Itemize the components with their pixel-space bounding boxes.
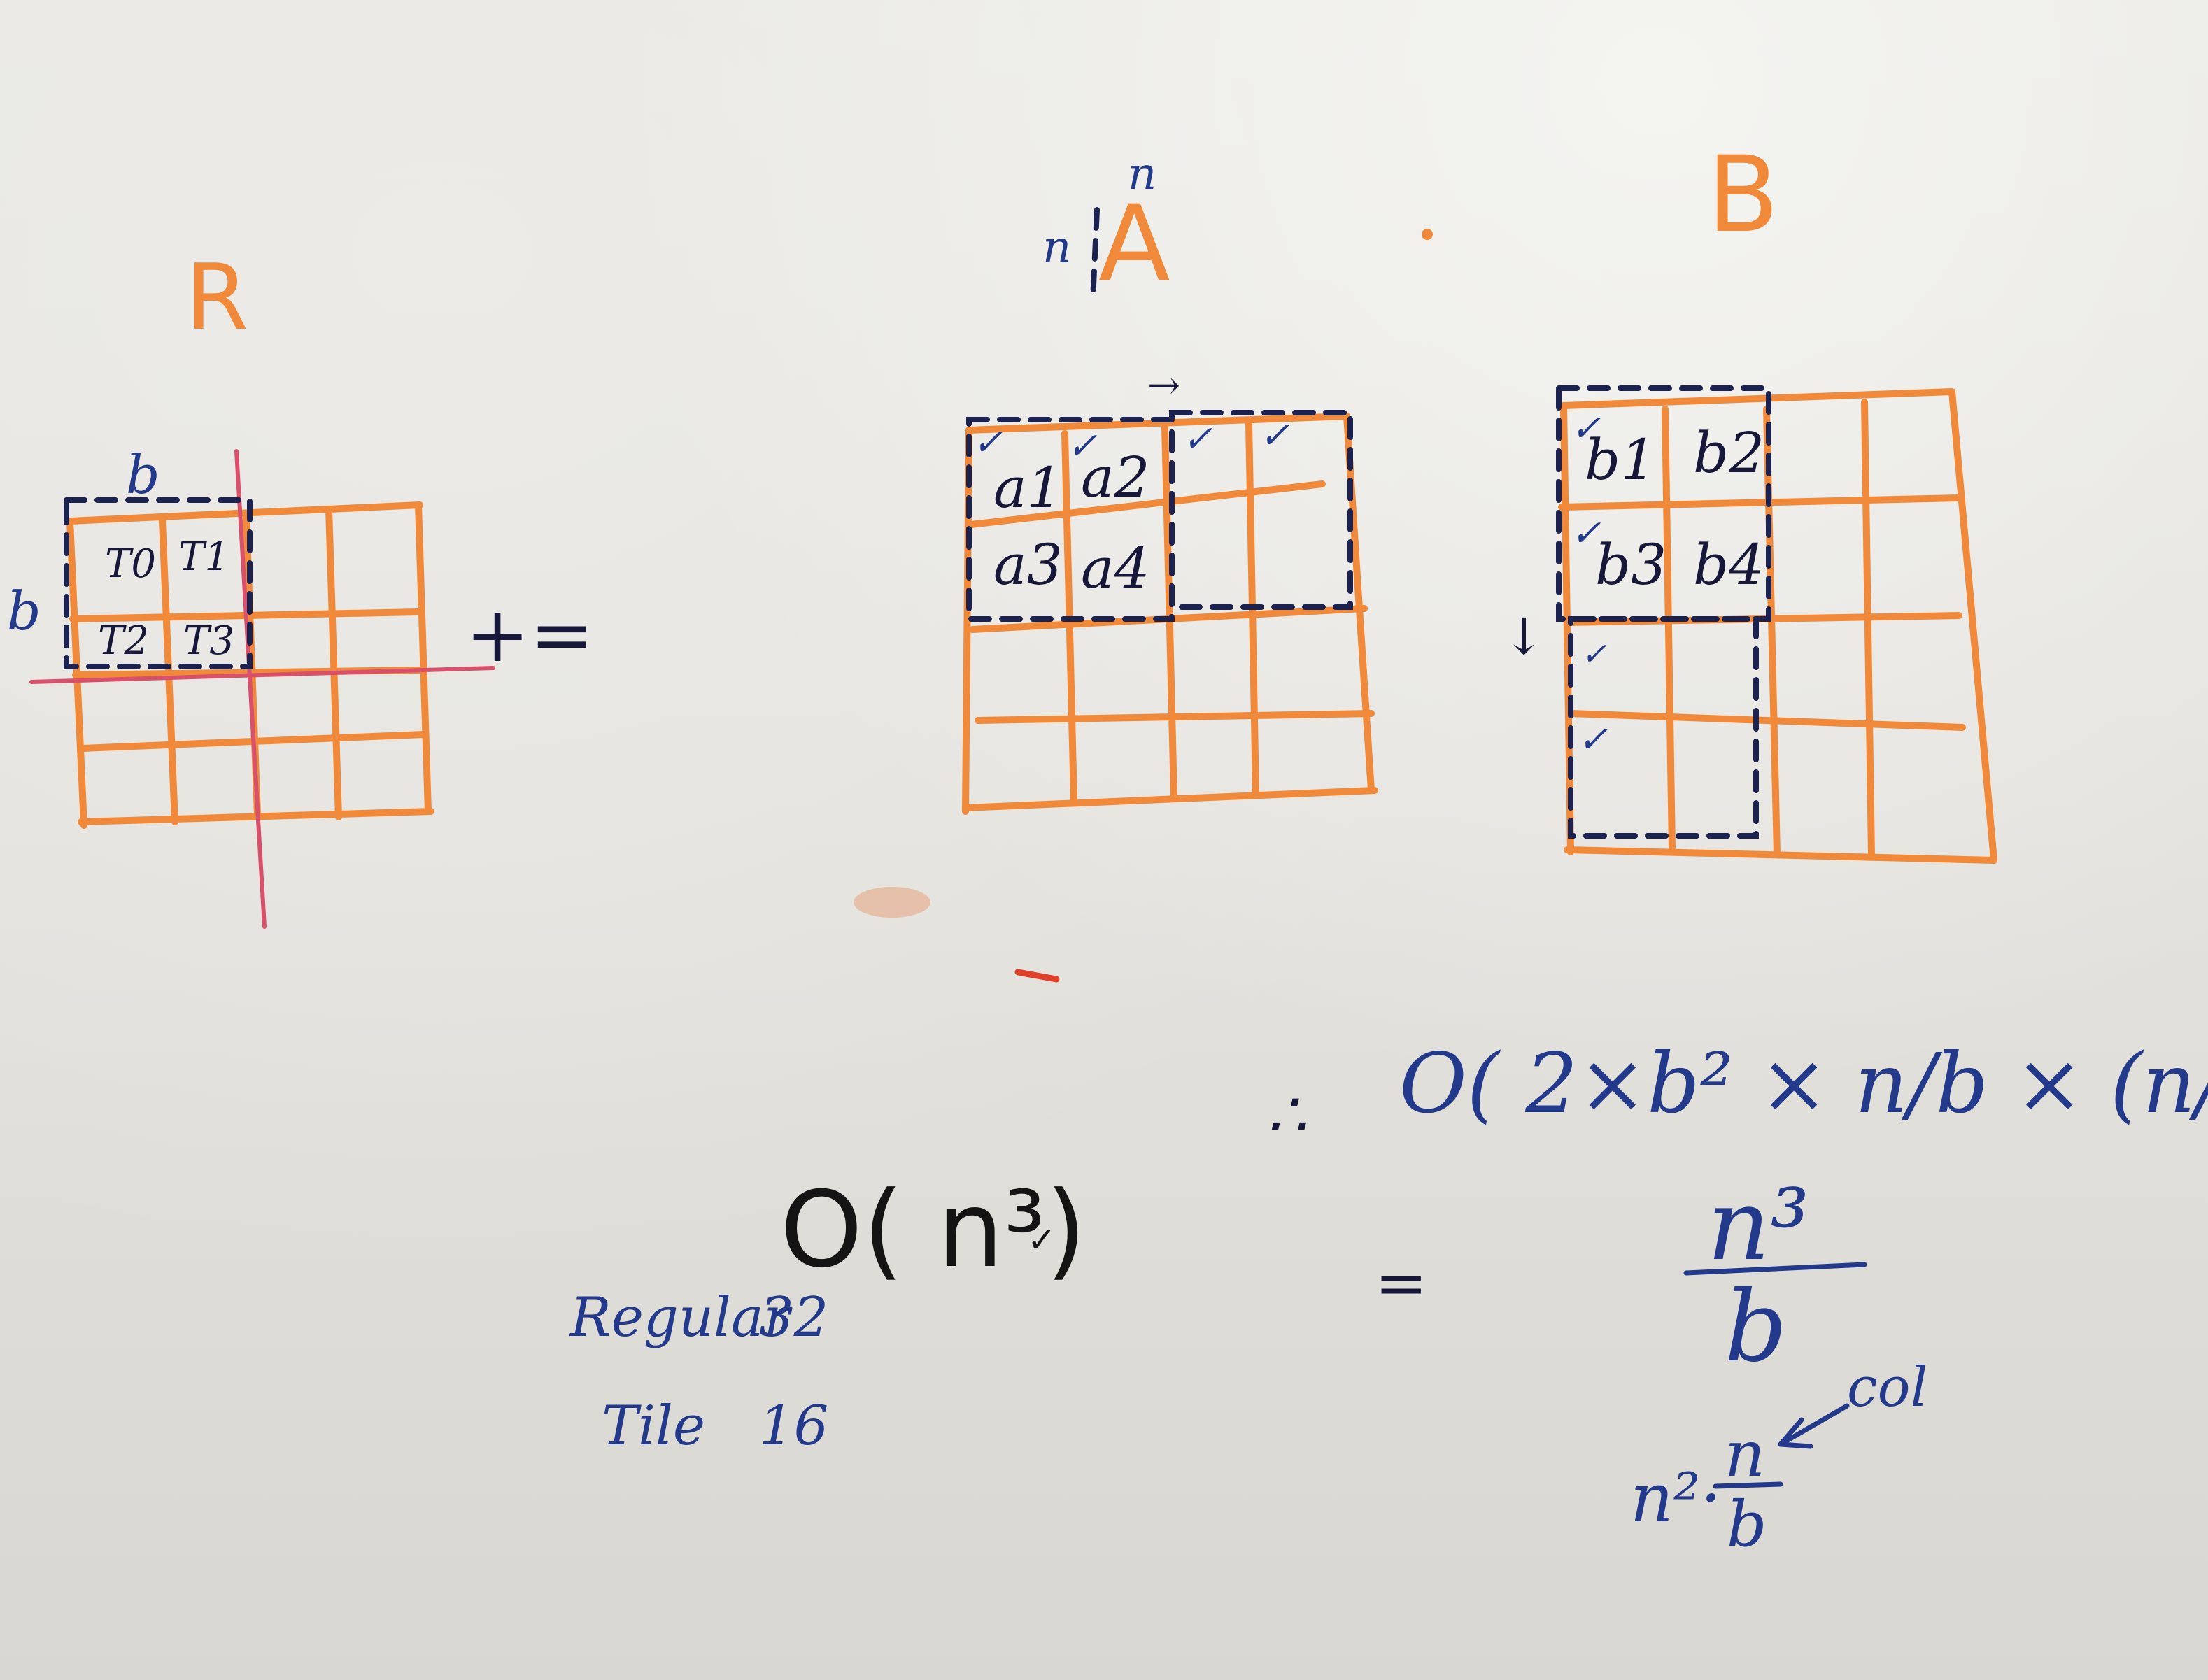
a-dim-n-side: n bbox=[1042, 222, 1071, 273]
col-denominator: b bbox=[1727, 1488, 1767, 1561]
red-dash-mark bbox=[1014, 969, 1060, 983]
matrix-r-label: R bbox=[185, 244, 248, 350]
matrix-b-label: B bbox=[1707, 134, 1779, 256]
fraction-bar bbox=[1683, 1262, 1867, 1276]
r-tile-3: T3 bbox=[183, 618, 234, 664]
marker-smudge bbox=[854, 887, 930, 918]
a-row-block-1 bbox=[966, 417, 1175, 622]
tiled-complexity-text: O( 2×b² × n/b × (n/b)² ) bbox=[1399, 1035, 2208, 1132]
a-tile-3: a3 bbox=[993, 532, 1063, 597]
a-check-4: ✓ bbox=[1259, 415, 1290, 457]
a-dim-n-top: n bbox=[1128, 148, 1156, 200]
a-row-block-2 bbox=[1169, 410, 1353, 610]
col-fraction-bar bbox=[1713, 1481, 1783, 1489]
a-tile-1: a1 bbox=[993, 455, 1063, 520]
equals-sign: = bbox=[1375, 1246, 1427, 1320]
tiled-complexity: ∴ O( 2×b² × n/b × (n/b)² ) = n³ b n²· n … bbox=[1266, 1035, 2208, 1561]
col-arrow-head bbox=[1778, 1417, 1813, 1449]
b-tile-1: b1 bbox=[1585, 427, 1656, 492]
fraction-numerator: n³ bbox=[1707, 1169, 1809, 1283]
matrix-r-cuts bbox=[29, 449, 495, 929]
r-tile-2: T2 bbox=[98, 618, 149, 664]
fraction-n3-over-b: n³ b bbox=[1683, 1169, 1867, 1384]
b-direction-arrow: ↓ bbox=[1503, 607, 1545, 666]
col-expression: n²· n b col bbox=[1630, 1356, 1928, 1561]
timing-label-regular: Regular bbox=[569, 1286, 793, 1349]
col-label: col bbox=[1847, 1356, 1928, 1419]
r-plus-equals: += bbox=[465, 590, 594, 679]
matrix-a: A n n → a1 a2 a3 a4 ✓ ✓ ✓ ✓ bbox=[962, 148, 1378, 815]
naive-complexity: O( n³) ✓ bbox=[780, 1169, 1087, 1291]
a-tile-4: a4 bbox=[1081, 536, 1150, 601]
r-dim-b-top: b bbox=[126, 443, 160, 506]
a-direction-arrow: → bbox=[1147, 363, 1180, 408]
r-tile-block bbox=[64, 497, 253, 669]
naive-check: ✓ bbox=[1027, 1220, 1056, 1260]
matrix-r: R T0 T1 T2 T3 b b += bbox=[7, 244, 594, 929]
b-tile-2: b2 bbox=[1693, 420, 1764, 485]
timing-label-tile: Tile bbox=[602, 1395, 705, 1458]
b-check-1: ✓ bbox=[1571, 408, 1601, 450]
a-dim-bracket bbox=[1090, 207, 1100, 304]
b-check-2: ✓ bbox=[1571, 513, 1601, 555]
a-check-1: ✓ bbox=[972, 422, 1003, 464]
col-arrow-shaft bbox=[1778, 1403, 1850, 1447]
timings: Regular 32 Tile 16 bbox=[569, 1286, 828, 1458]
col-numerator: n bbox=[1725, 1418, 1765, 1491]
b-check-4: ✓ bbox=[1578, 719, 1608, 761]
a-tile-2: a2 bbox=[1081, 445, 1150, 510]
b-tile-4: b4 bbox=[1693, 532, 1764, 597]
r-tile-1: T1 bbox=[178, 534, 229, 580]
a-check-2: ✓ bbox=[1067, 425, 1098, 467]
b-check-3: ✓ bbox=[1581, 636, 1607, 672]
fraction-denominator: b bbox=[1725, 1270, 1788, 1384]
b-col-block-1 bbox=[1556, 385, 1771, 622]
col-expr-base: n²· bbox=[1630, 1459, 1722, 1537]
therefore-symbol: ∴ bbox=[1266, 1079, 1306, 1152]
b-col-block-2 bbox=[1568, 616, 1759, 839]
r-horizontal-cut bbox=[29, 666, 495, 684]
multiply-dot bbox=[1422, 229, 1433, 240]
r-dim-b-side: b bbox=[7, 580, 41, 642]
a-check-3: ✓ bbox=[1182, 418, 1213, 460]
matrix-a-label: A bbox=[1098, 183, 1170, 305]
r-tile-0: T0 bbox=[105, 541, 156, 587]
timing-value-tile: 16 bbox=[759, 1395, 828, 1458]
matrix-b: B b1 b2 b3 b4 ✓ ✓ ✓ ✓ ↓ bbox=[1503, 134, 1997, 864]
b-tile-3: b3 bbox=[1595, 532, 1666, 597]
timing-value-regular: 32 bbox=[759, 1286, 828, 1349]
r-vertical-cut bbox=[234, 449, 267, 929]
naive-complexity-text: O( n³) bbox=[780, 1169, 1087, 1291]
